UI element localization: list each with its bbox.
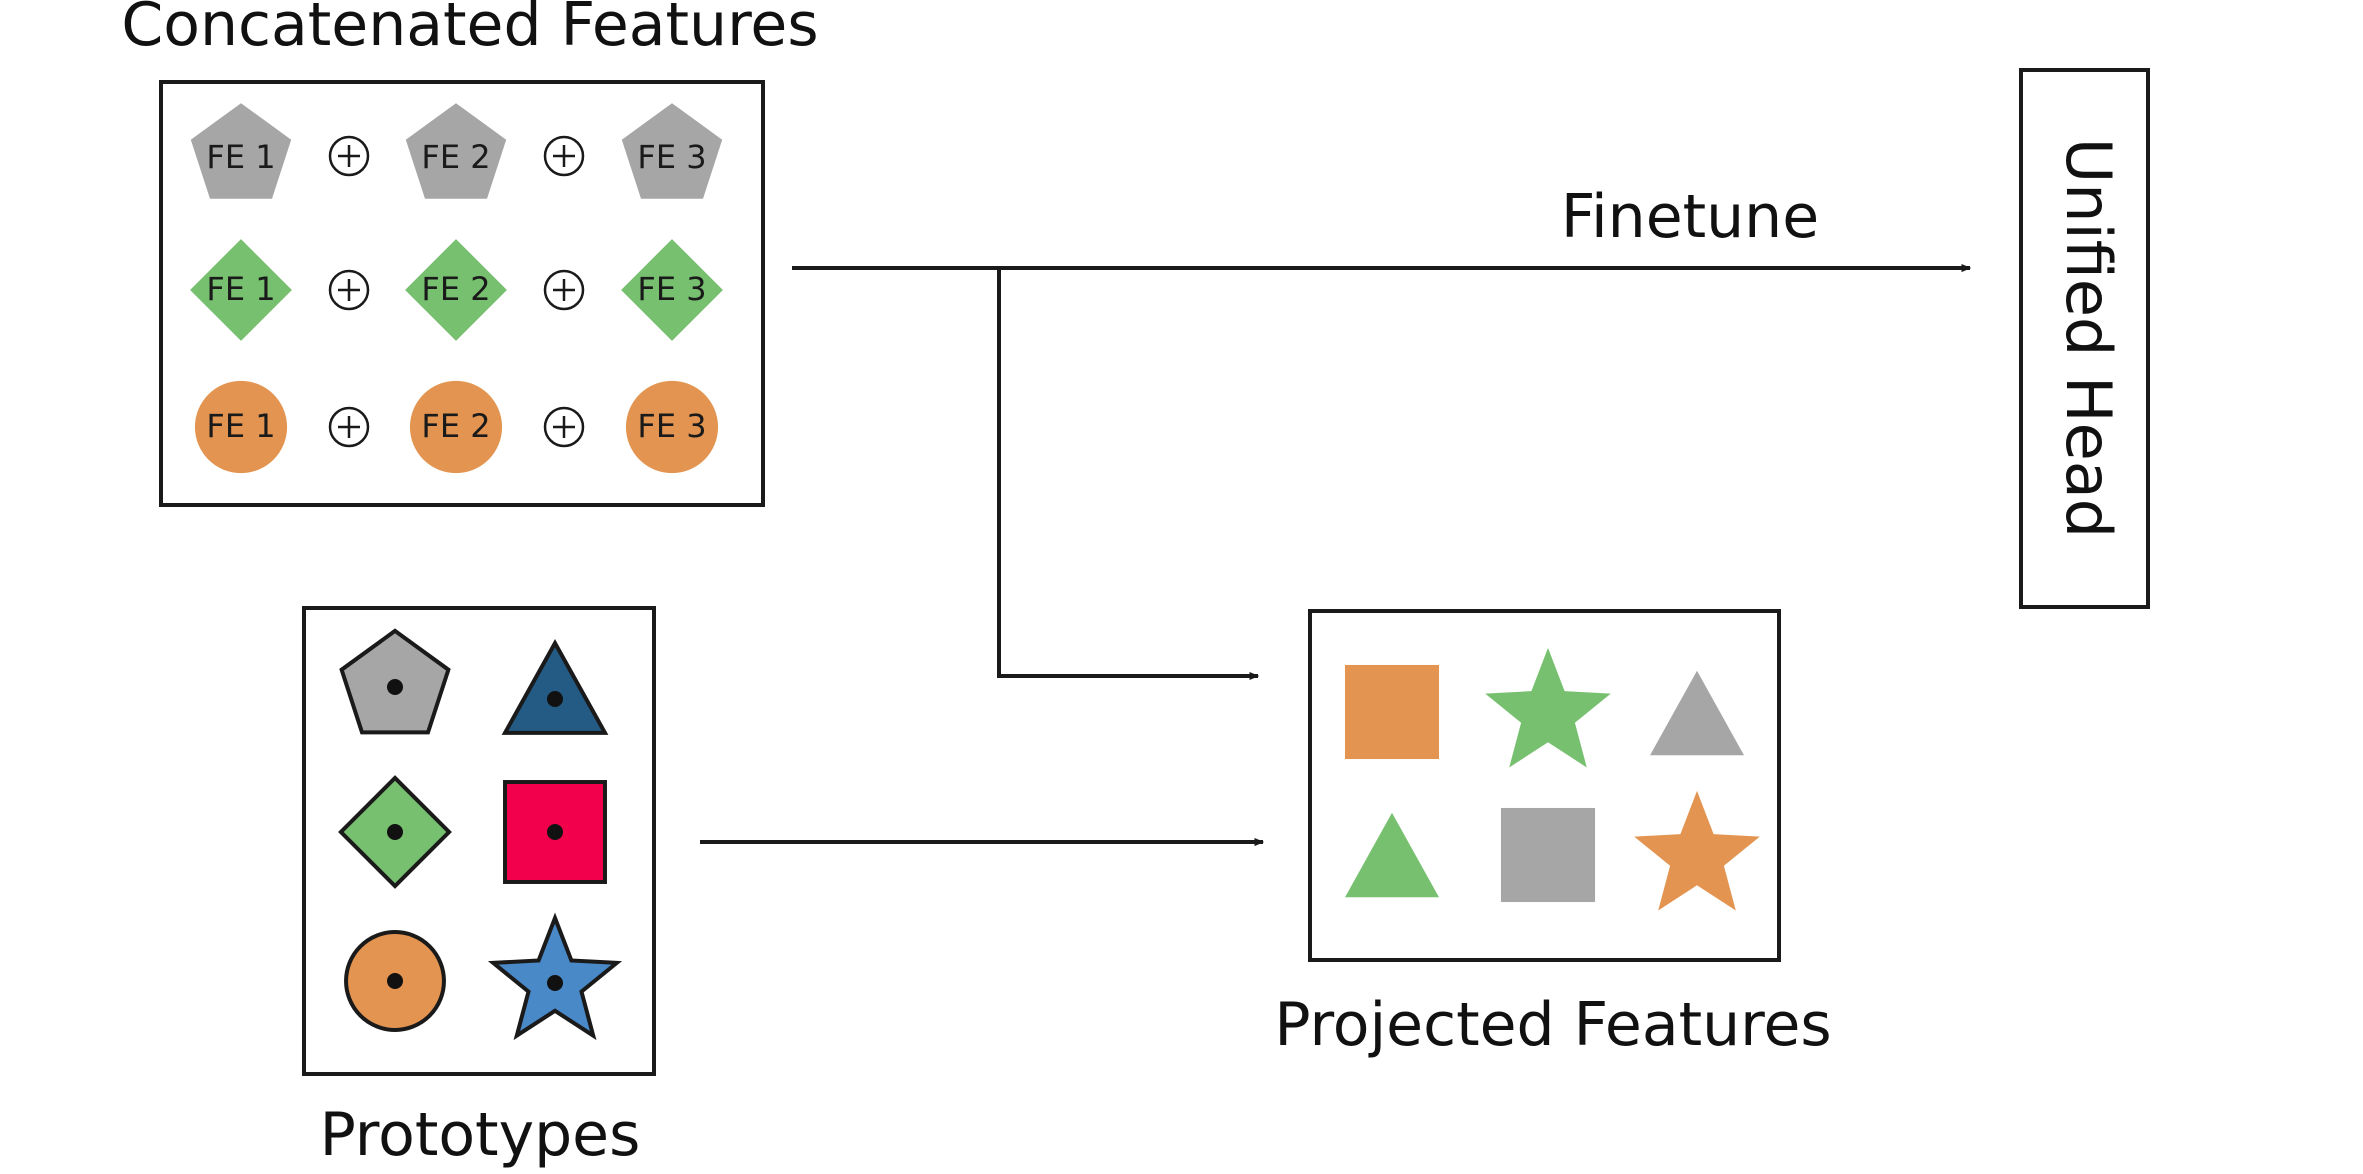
projected-feature-grid xyxy=(1344,647,1760,911)
triangle-icon xyxy=(501,638,609,735)
circle-plus-icon xyxy=(543,269,585,311)
concatenated-feature-grid: FE 1 FE 2 FE 3 FE 1 FE 2 FE 3 FE 1 FE 2 FE 3 xyxy=(190,103,723,474)
pentagon-icon xyxy=(405,103,507,199)
circle-plus-icon xyxy=(543,135,585,177)
projection-branch-arrow xyxy=(997,268,1260,681)
feature-extractor-label: FE 2 xyxy=(421,270,490,308)
circle-icon xyxy=(409,380,503,474)
square-icon xyxy=(1344,664,1440,760)
prototype-center-dot xyxy=(547,824,563,840)
feature-extractor-label: FE 3 xyxy=(637,138,706,176)
star-icon xyxy=(1634,790,1760,911)
circle-icon xyxy=(194,380,288,474)
finetune-label: Finetune xyxy=(1561,182,1819,252)
feature-extractor-label: FE 1 xyxy=(206,407,275,445)
feature-extractor-label: FE 2 xyxy=(421,138,490,176)
diamond-icon xyxy=(621,239,723,341)
projected-features-box xyxy=(1308,609,1781,962)
concatenated-features-title: Concatenated Features xyxy=(121,0,818,60)
square-icon xyxy=(1500,807,1596,903)
diamond-icon xyxy=(190,239,292,341)
triangle-icon xyxy=(1650,670,1744,756)
circle-plus-icon xyxy=(328,406,370,448)
concatenated-features-box xyxy=(159,80,765,507)
prototype-center-dot xyxy=(387,824,403,840)
triangle-icon xyxy=(1345,812,1439,898)
prototype-center-dot xyxy=(547,691,563,707)
prototype-grid xyxy=(338,628,623,1041)
prototype-center-dot xyxy=(387,679,403,695)
feature-extractor-label: FE 1 xyxy=(206,138,275,176)
star-icon xyxy=(1485,647,1611,768)
circle-plus-icon xyxy=(328,269,370,311)
feature-extractor-label: FE 1 xyxy=(206,270,275,308)
prototypes-box xyxy=(302,606,656,1076)
feature-extractor-label: FE 2 xyxy=(421,407,490,445)
circle-icon xyxy=(625,380,719,474)
prototype-center-dot xyxy=(547,975,563,991)
unified-head-label: Unified Head xyxy=(2052,138,2125,538)
pentagon-icon xyxy=(621,103,723,199)
circle-plus-icon xyxy=(543,406,585,448)
diamond-icon xyxy=(405,239,507,341)
projected-features-title: Projected Features xyxy=(1274,990,1831,1060)
unified-head-box xyxy=(2019,68,2150,609)
feature-extractor-label: FE 3 xyxy=(637,270,706,308)
pentagon-icon xyxy=(190,103,292,199)
feature-extractor-label: FE 3 xyxy=(637,407,706,445)
circle-plus-icon xyxy=(328,135,370,177)
prototype-center-dot xyxy=(387,973,403,989)
prototypes-title: Prototypes xyxy=(320,1100,641,1170)
